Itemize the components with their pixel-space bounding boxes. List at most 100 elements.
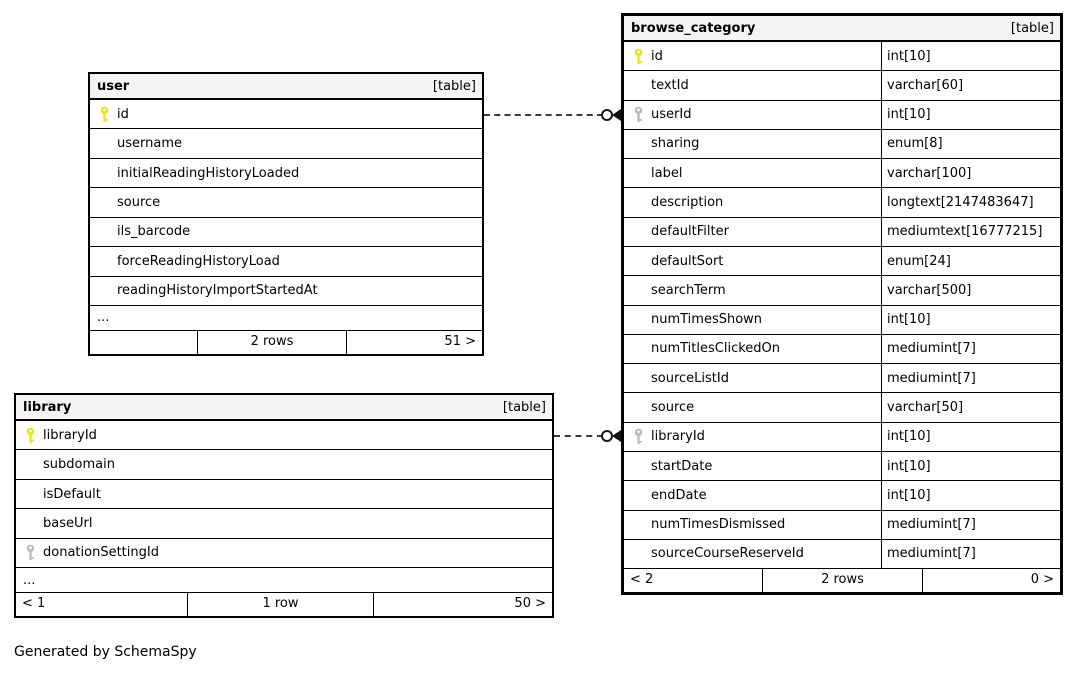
- table-header-user: user [table]: [90, 74, 482, 100]
- column-name: sourceCourseReserveId: [651, 546, 804, 562]
- column-name-cell: donationSettingId: [16, 539, 552, 567]
- footer-cell: [90, 331, 197, 354]
- column-type: longtext[2147483647]: [887, 195, 1034, 211]
- column-type: enum[8]: [887, 136, 943, 152]
- column-name: id: [117, 106, 129, 122]
- column-name: id: [651, 48, 663, 64]
- column-name: defaultSort: [651, 253, 724, 269]
- footer-cell: 51 >: [346, 330, 482, 354]
- column-row-donationSettingId: donationSettingId: [16, 537, 552, 568]
- table-library[interactable]: library[table]libraryId subdomain isDefaul…: [14, 393, 554, 618]
- column-type: varchar[500]: [887, 282, 972, 298]
- column-type: mediumint[7]: [887, 546, 976, 562]
- column-type: int[10]: [887, 429, 931, 445]
- column-row-id: id int[10]: [624, 42, 1060, 71]
- table-header-library: library[table]: [16, 395, 552, 421]
- column-name: baseUrl: [43, 515, 93, 531]
- foreign-key-icon: [16, 544, 43, 561]
- column-name-cell: sourceListId: [624, 364, 882, 393]
- column-type: varchar[50]: [887, 400, 964, 416]
- column-name: sourceListId: [651, 370, 729, 386]
- column-name-cell: userId: [624, 100, 882, 129]
- column-name-cell: source: [90, 188, 482, 216]
- column-name: initialReadingHistoryLoaded: [117, 165, 300, 181]
- column-name: donationSettingId: [43, 545, 159, 561]
- column-type: mediumtext[16777215]: [887, 224, 1043, 240]
- column-type: varchar[100]: [887, 165, 972, 181]
- column-type: int[10]: [887, 312, 931, 328]
- table-user[interactable]: user [table] id username initialReadingHisto…: [88, 72, 484, 356]
- column-row-username: username: [90, 128, 482, 158]
- table-title[interactable]: browse_category: [631, 20, 756, 36]
- column-name-cell: libraryId: [624, 422, 882, 451]
- table-type-tag: [table]: [1010, 20, 1054, 36]
- column-row-libraryId: libraryId int[10]: [624, 421, 1060, 451]
- foreign-key-icon: [624, 428, 651, 445]
- column-type: int[10]: [887, 48, 931, 64]
- column-name: sharing: [651, 136, 700, 152]
- table-title[interactable]: user: [97, 78, 130, 94]
- column-name: source: [117, 194, 161, 210]
- column-row-subdomain: subdomain: [16, 449, 552, 479]
- column-row-ils_barcode: ils_barcode: [90, 216, 482, 247]
- column-name-cell: isDefault: [16, 480, 552, 508]
- generator-credit: Generated by SchemaSpy: [14, 644, 197, 660]
- column-row-sharing: sharing enum[8]: [624, 128, 1060, 159]
- column-name: username: [117, 136, 182, 152]
- column-row-isDefault: isDefault: [16, 478, 552, 509]
- column-name-cell: defaultSort: [624, 246, 882, 276]
- table-type-tag: [table]: [432, 78, 476, 94]
- column-name-cell: label: [624, 159, 882, 188]
- ellipsis-row: ...: [16, 567, 552, 593]
- column-name-cell: source: [624, 393, 882, 422]
- ellipsis-row: ...: [90, 304, 482, 330]
- column-row-description: description longtext[2147483647]: [624, 187, 1060, 217]
- column-row-sourceCourseReserveId: sourceCourseReserveId mediumint[7]: [624, 538, 1060, 569]
- column-name: libraryId: [651, 429, 705, 445]
- column-name: endDate: [651, 487, 707, 503]
- footer-cell: < 2: [630, 572, 654, 588]
- column-name: defaultFilter: [651, 224, 729, 240]
- foreign-key-icon: [624, 106, 651, 123]
- column-row-numTimesDismissed: numTimesDismissed mediumint[7]: [624, 509, 1060, 539]
- footer-cell: < 1: [22, 596, 46, 612]
- column-type: varchar[60]: [887, 77, 964, 93]
- column-type: enum[24]: [887, 253, 951, 269]
- column-row-libraryId: libraryId: [16, 421, 552, 450]
- primary-key-icon: [624, 48, 651, 65]
- column-name-cell: sourceCourseReserveId: [624, 539, 882, 569]
- column-name: readingHistoryImportStartedAt: [117, 283, 318, 299]
- column-name: subdomain: [43, 457, 115, 473]
- fk-relationship: [484, 108, 621, 122]
- column-row-label: label varchar[100]: [624, 158, 1060, 188]
- footer-cell: 50 >: [373, 593, 552, 617]
- column-name-cell: id: [624, 42, 882, 71]
- column-row-source: source: [90, 187, 482, 217]
- table-title[interactable]: library: [23, 399, 72, 415]
- column-row-defaultFilter: defaultFilter mediumtext[16777215]: [624, 216, 1060, 246]
- column-name: source: [651, 400, 695, 416]
- table-header-browse_category: browse_category [table]: [624, 16, 1060, 42]
- primary-key-icon: [90, 106, 117, 123]
- column-name-cell: initialReadingHistoryLoaded: [90, 159, 482, 187]
- column-name-cell: numTimesDismissed: [624, 510, 882, 539]
- column-name-cell: id: [90, 100, 482, 128]
- column-name-cell: description: [624, 188, 882, 217]
- footer-cell: 2 rows: [762, 569, 922, 593]
- column-name-cell: defaultFilter: [624, 217, 882, 246]
- column-row-readingHistoryImportStartedAt: readingHistoryImportStartedAt: [90, 275, 482, 305]
- column-name: startDate: [651, 458, 713, 474]
- column-type: mediumint[7]: [887, 517, 976, 533]
- footer-cell: 1 row: [187, 593, 373, 617]
